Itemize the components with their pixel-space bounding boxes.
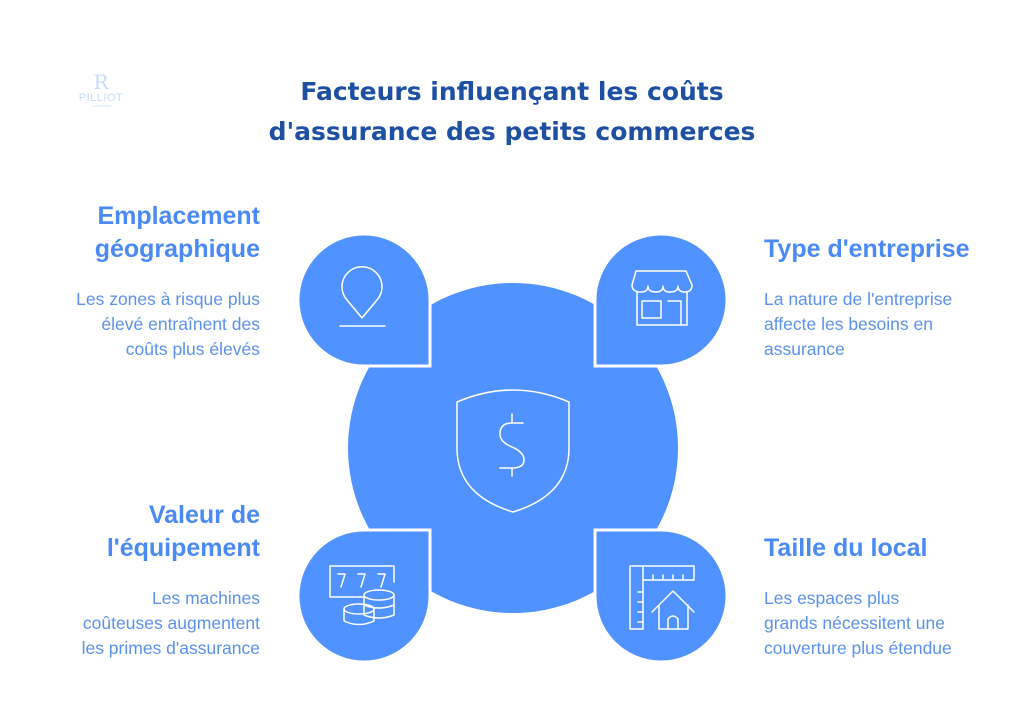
heading-line: géographique (94, 235, 260, 263)
heading-line: Taille du local (764, 534, 928, 562)
factor-heading-business-type: Type d'entreprise (764, 233, 970, 266)
desc-line: assurance (764, 339, 845, 359)
factor-desc-equipment: Les machines coûteuses augmentent les pr… (0, 586, 260, 661)
desc-line: Les machines (152, 588, 260, 608)
node-size (593, 528, 729, 664)
desc-line: coûteuses augmentent (82, 613, 260, 633)
heading-line: Type d'entreprise (764, 235, 970, 263)
storefront-icon (631, 270, 693, 326)
desc-line: La nature de l'entreprise (764, 289, 953, 309)
title-line-2: d'assurance des petits commerces (268, 117, 756, 146)
desc-line: Les zones à risque plus (76, 289, 260, 309)
page-title: Facteurs influençant les coûts d'assuran… (0, 72, 1024, 152)
factor-heading-size: Taille du local (764, 532, 927, 565)
logo-sub: ASSURANCE (91, 104, 111, 108)
factor-heading-equipment: Valeur de l'équipement (0, 499, 260, 565)
title-line-1: Facteurs influençant les coûts (300, 77, 724, 106)
heading-line: Valeur de (148, 501, 260, 529)
desc-line: couverture plus étendue (764, 638, 952, 658)
logo-name: PILLIOT (78, 92, 124, 104)
factor-desc-size: Les espaces plus grands nécessitent une … (764, 586, 952, 661)
node-business-type (593, 232, 729, 368)
node-location (296, 232, 432, 368)
shield-dollar-icon (456, 389, 570, 513)
desc-line: grands nécessitent une (764, 613, 945, 633)
heading-line: Emplacement (97, 202, 260, 230)
desc-line: les primes d'assurance (81, 638, 260, 658)
factor-desc-business-type: La nature de l'entreprise affecte les be… (764, 287, 952, 362)
slot-machine-coins-icon (329, 565, 395, 626)
location-pin-icon (339, 266, 386, 327)
factor-heading-location: Emplacement géographique (0, 200, 260, 266)
desc-line: élevé entraînent des (101, 314, 260, 334)
desc-line: coûts plus élevés (125, 339, 260, 359)
ruler-house-icon (629, 565, 695, 630)
logo-mark: R (93, 70, 109, 94)
logo: R PILLIOT ASSURANCE (74, 72, 128, 108)
desc-line: Les espaces plus (764, 588, 900, 608)
factor-desc-location: Les zones à risque plus élevé entraînent… (0, 287, 260, 362)
desc-line: affecte les besoins en (764, 314, 933, 334)
heading-line: l'équipement (106, 534, 260, 562)
